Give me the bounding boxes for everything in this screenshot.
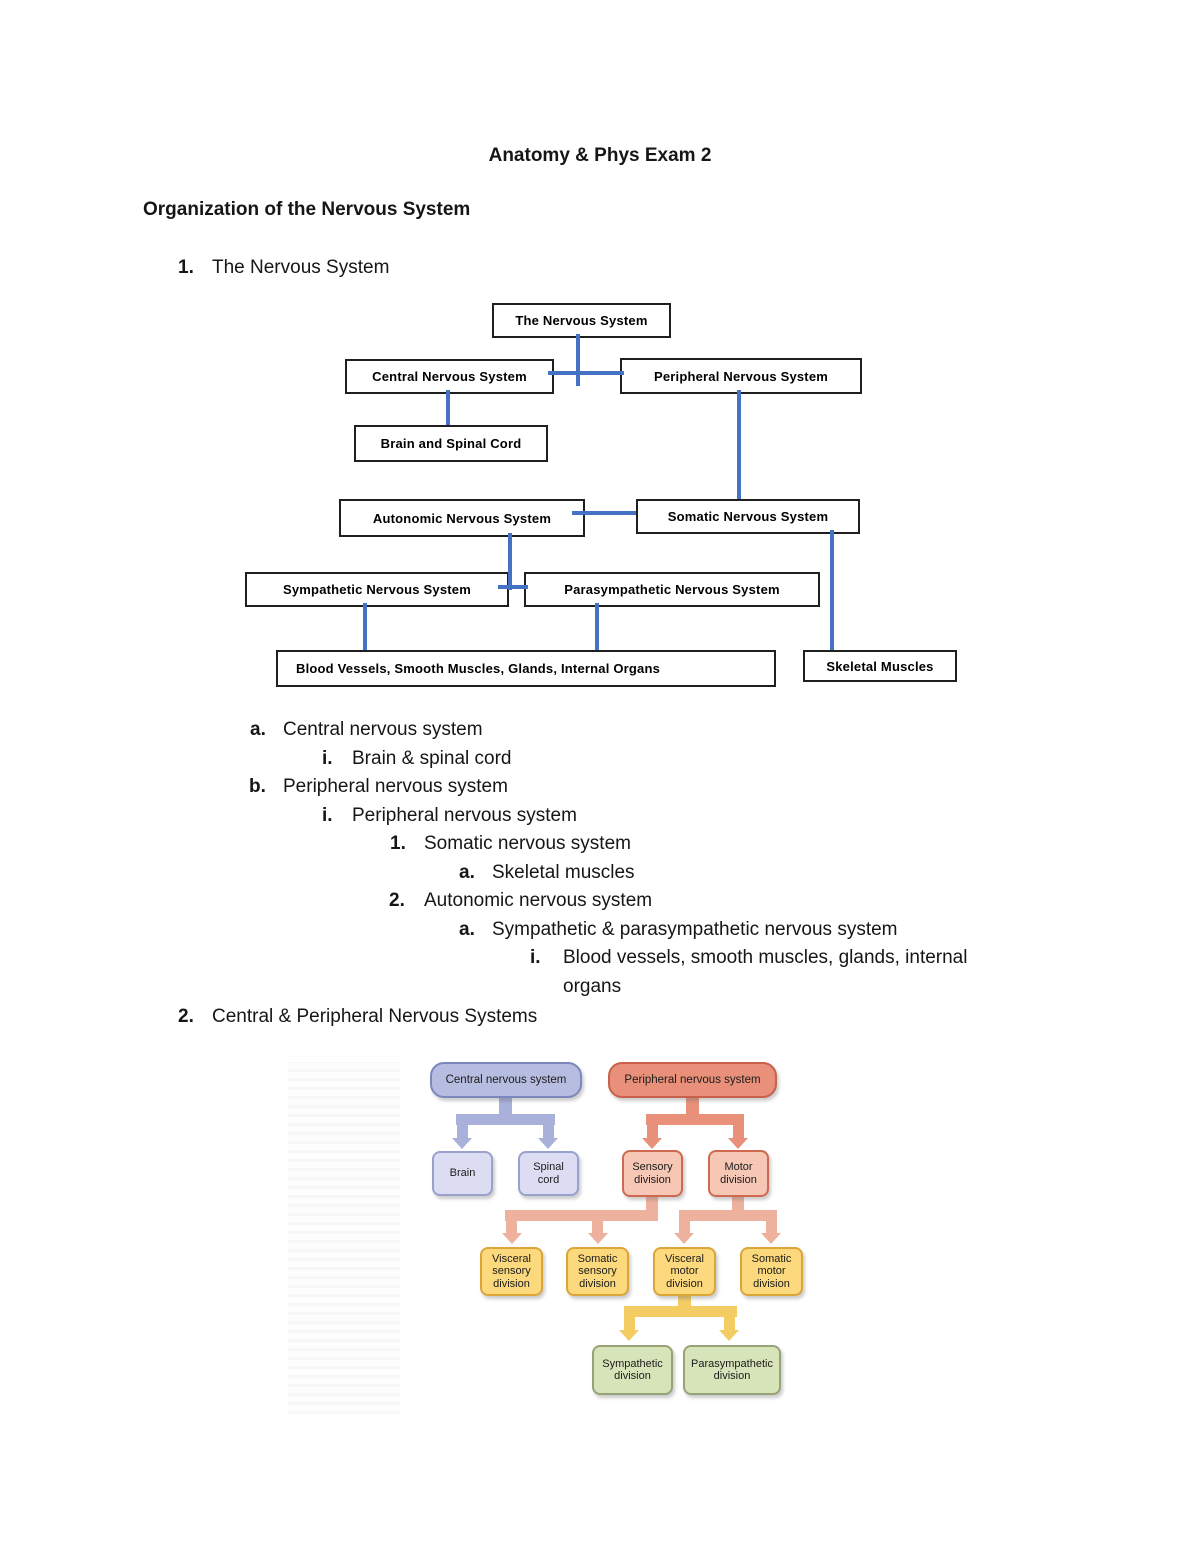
node-brain-and-spinal-cord: Brain and Spinal Cord [354, 425, 548, 462]
connector-line [363, 603, 367, 650]
arrow-connector [766, 1219, 777, 1233]
node-spinal-cord: Spinal cord [518, 1151, 579, 1196]
arrowhead-icon [761, 1233, 781, 1244]
list-item: b. Peripheral nervous system [249, 776, 508, 798]
list-marker: i. [530, 947, 541, 968]
connector-line [572, 511, 636, 515]
arrowhead-icon [642, 1138, 662, 1149]
node-parasympathetic-division: Parasympathetic division [683, 1345, 781, 1395]
node-somatic-motor-division: Somatic motor division [740, 1247, 803, 1296]
node-sympathetic-division: Sympathetic division [592, 1345, 673, 1395]
arrowhead-icon [452, 1138, 472, 1149]
node-the-nervous-system: The Nervous System [492, 303, 671, 338]
section-heading: Organization of the Nervous System [143, 199, 471, 220]
arrow-connector [624, 1306, 737, 1317]
connector-line [446, 390, 450, 425]
arrowhead-icon [728, 1138, 748, 1149]
node-peripheral-nervous-system: Peripheral Nervous System [620, 358, 862, 394]
connector-line [508, 533, 512, 590]
list-text: Peripheral nervous system [352, 805, 577, 826]
list-marker: 1. [390, 833, 406, 854]
list-text: Central nervous system [283, 719, 483, 740]
arrow-connector [733, 1122, 744, 1138]
arrowhead-icon [588, 1233, 608, 1244]
connector-line [498, 585, 528, 589]
node-visceral-motor-division: Visceral motor division [653, 1247, 716, 1296]
list-text: Skeletal muscles [492, 862, 635, 883]
node-effectors: Blood Vessels, Smooth Muscles, Glands, I… [276, 650, 776, 687]
list-text: Central & Peripheral Nervous Systems [212, 1006, 538, 1027]
node-skeletal-muscles: Skeletal Muscles [803, 650, 957, 682]
list-text: Somatic nervous system [424, 833, 631, 854]
arrow-connector [505, 1210, 658, 1221]
arrowhead-icon [538, 1138, 558, 1149]
list-marker: b. [249, 776, 266, 797]
arrow-connector [592, 1219, 603, 1233]
arrowhead-icon [502, 1233, 522, 1244]
arrow-connector [647, 1122, 658, 1138]
arrowhead-icon [619, 1330, 639, 1341]
list-marker: a. [250, 719, 266, 740]
list-marker: i. [322, 805, 333, 826]
connector-line [830, 530, 834, 650]
node-brain: Brain [432, 1151, 493, 1196]
list-item: a. Sympathetic & parasympathetic nervous … [459, 919, 898, 941]
list-marker: 1. [178, 257, 194, 278]
node-parasympathetic-nervous-system: Parasympathetic Nervous System [524, 572, 820, 607]
node-visceral-sensory-division: Visceral sensory division [480, 1247, 543, 1296]
arrow-connector [646, 1114, 744, 1125]
arrow-connector [506, 1219, 517, 1233]
arrow-connector [679, 1210, 777, 1221]
list-item: a. Skeletal muscles [459, 862, 635, 884]
list-item: 1. The Nervous System [178, 257, 389, 279]
node-sensory-division: Sensory division [622, 1150, 683, 1197]
list-item: i. Brain & spinal cord [322, 748, 511, 770]
list-item: a. Central nervous system [250, 719, 483, 741]
arrow-connector [457, 1122, 468, 1138]
arrow-connector [679, 1219, 690, 1233]
node-central-nervous-system-figure: Central nervous system [430, 1062, 582, 1098]
node-motor-division: Motor division [708, 1150, 769, 1197]
list-marker: i. [322, 748, 333, 769]
arrow-connector [456, 1114, 555, 1125]
list-item: 2. Autonomic nervous system [389, 890, 652, 912]
list-item: i. Blood vessels, smooth muscles, glands,… [530, 947, 967, 969]
list-text: Blood vessels, smooth muscles, glands, i… [563, 947, 968, 968]
list-text: Peripheral nervous system [283, 776, 508, 797]
list-text: Brain & spinal cord [352, 748, 512, 769]
arrow-connector [724, 1316, 735, 1330]
arrow-connector [543, 1122, 554, 1138]
list-marker: a. [459, 919, 475, 940]
page-title: Anatomy & Phys Exam 2 [488, 145, 712, 166]
list-text: The Nervous System [212, 257, 390, 278]
node-somatic-nervous-system: Somatic Nervous System [636, 499, 860, 534]
connector-line [737, 390, 741, 499]
arrowhead-icon [719, 1330, 739, 1341]
list-item: i. Peripheral nervous system [322, 805, 577, 827]
connector-line [576, 334, 580, 386]
list-marker: 2. [389, 890, 405, 911]
list-text: Sympathetic & parasympathetic nervous sy… [492, 919, 898, 940]
arrowhead-icon [674, 1233, 694, 1244]
list-marker: 2. [178, 1006, 194, 1027]
node-autonomic-nervous-system: Autonomic Nervous System [339, 499, 585, 537]
connector-line [595, 603, 599, 650]
list-item-continuation: organs [563, 976, 621, 998]
list-text: organs [563, 976, 622, 997]
node-sympathetic-nervous-system: Sympathetic Nervous System [245, 572, 509, 607]
figure-background-texture [288, 1062, 400, 1414]
list-item: 1. Somatic nervous system [390, 833, 631, 855]
list-marker: a. [459, 862, 475, 883]
node-somatic-sensory-division: Somatic sensory division [566, 1247, 629, 1296]
connector-line [548, 371, 624, 375]
node-central-nervous-system: Central Nervous System [345, 359, 554, 394]
list-item: 2. Central & Peripheral Nervous Systems [178, 1006, 537, 1028]
arrow-connector [624, 1316, 635, 1330]
node-peripheral-nervous-system-figure: Peripheral nervous system [608, 1062, 777, 1098]
list-text: Autonomic nervous system [424, 890, 653, 911]
